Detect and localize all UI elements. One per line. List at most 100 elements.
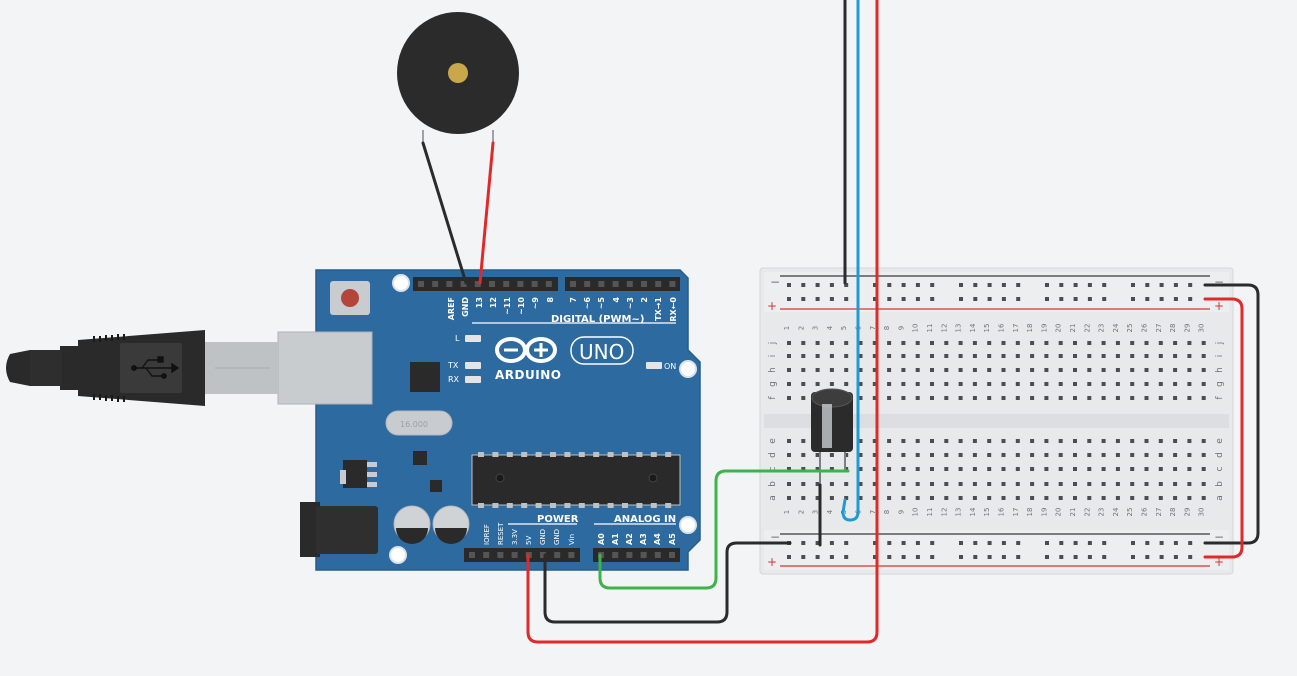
rail-hole[interactable] [1087, 541, 1092, 545]
breadboard-hole[interactable] [958, 354, 963, 358]
breadboard-hole[interactable] [1015, 341, 1020, 345]
breadboard-hole[interactable] [1015, 439, 1020, 443]
breadboard-hole[interactable] [887, 453, 892, 457]
breadboard-hole[interactable] [1087, 396, 1092, 400]
rail-hole[interactable] [1016, 555, 1021, 559]
breadboard-hole[interactable] [1187, 341, 1192, 345]
breadboard-hole[interactable] [1073, 439, 1077, 443]
rail-hole[interactable] [1059, 541, 1064, 545]
breadboard-hole[interactable] [1130, 439, 1135, 443]
breadboard-hole[interactable] [1115, 382, 1120, 386]
breadboard-hole[interactable] [1173, 453, 1178, 457]
breadboard-hole[interactable] [915, 396, 920, 400]
breadboard-hole[interactable] [901, 467, 906, 471]
breadboard-hole[interactable] [987, 496, 992, 500]
rail-hole[interactable] [1045, 541, 1049, 545]
rail-hole[interactable] [1073, 541, 1078, 545]
breadboard-hole[interactable] [1044, 396, 1049, 400]
header-pin[interactable] [545, 281, 552, 287]
breadboard-hole[interactable] [972, 354, 977, 358]
breadboard-hole[interactable] [915, 496, 920, 500]
breadboard-hole[interactable] [944, 341, 949, 345]
breadboard-hole[interactable] [858, 496, 863, 500]
rail-hole[interactable] [1131, 541, 1135, 545]
rail-hole[interactable] [815, 297, 820, 301]
breadboard-hole[interactable] [1158, 467, 1163, 471]
breadboard-hole[interactable] [1101, 439, 1106, 443]
breadboard-hole[interactable] [1187, 467, 1192, 471]
breadboard-hole[interactable] [1073, 354, 1077, 358]
breadboard-hole[interactable] [944, 496, 949, 500]
rail-hole[interactable] [930, 283, 935, 287]
rail-hole[interactable] [887, 555, 892, 559]
rail-hole[interactable] [844, 541, 849, 545]
rail-hole[interactable] [1131, 283, 1135, 287]
breadboard-hole[interactable] [1201, 396, 1206, 400]
header-pin[interactable] [669, 281, 676, 287]
breadboard-hole[interactable] [1073, 396, 1077, 400]
breadboard-hole[interactable] [801, 482, 806, 486]
breadboard-hole[interactable] [1058, 496, 1063, 500]
header-pin[interactable] [418, 281, 424, 287]
breadboard-hole[interactable] [1201, 382, 1206, 386]
breadboard-hole[interactable] [1001, 496, 1006, 500]
breadboard-hole[interactable] [1173, 396, 1178, 400]
breadboard-hole[interactable] [787, 382, 791, 386]
rail-hole[interactable] [1102, 555, 1107, 559]
breadboard-hole[interactable] [1015, 453, 1020, 457]
rail-hole[interactable] [973, 555, 978, 559]
rail-hole[interactable] [1001, 297, 1006, 301]
breadboard-hole[interactable] [1158, 496, 1163, 500]
rail-hole[interactable] [829, 297, 834, 301]
breadboard-hole[interactable] [1030, 382, 1035, 386]
breadboard-hole[interactable] [1158, 396, 1163, 400]
breadboard-hole[interactable] [844, 382, 849, 386]
rail-hole[interactable] [1159, 555, 1164, 559]
breadboard-hole[interactable] [787, 354, 791, 358]
rail-hole[interactable] [1059, 555, 1064, 559]
rail-hole[interactable] [1188, 555, 1193, 559]
rail-hole[interactable] [987, 541, 992, 545]
rail-hole[interactable] [973, 541, 978, 545]
rail-hole[interactable] [1145, 555, 1150, 559]
breadboard-hole[interactable] [1201, 439, 1206, 443]
rail-hole[interactable] [959, 555, 963, 559]
breadboard-hole[interactable] [1044, 482, 1049, 486]
breadboard-hole[interactable] [815, 496, 820, 500]
breadboard-hole[interactable] [887, 354, 892, 358]
rail-hole[interactable] [1059, 283, 1064, 287]
breadboard-hole[interactable] [901, 453, 906, 457]
breadboard-hole[interactable] [930, 368, 934, 372]
breadboard-hole[interactable] [1130, 382, 1135, 386]
rail-hole[interactable] [987, 283, 992, 287]
breadboard-hole[interactable] [987, 396, 992, 400]
breadboard-hole[interactable] [930, 341, 934, 345]
breadboard-hole[interactable] [1201, 496, 1206, 500]
breadboard-hole[interactable] [1173, 341, 1178, 345]
breadboard-hole[interactable] [1030, 396, 1035, 400]
header-pin[interactable] [503, 281, 510, 287]
wire-blue[interactable] [841, 0, 860, 522]
rail-hole[interactable] [801, 541, 806, 545]
breadboard-hole[interactable] [987, 482, 992, 486]
breadboard-hole[interactable] [1058, 382, 1063, 386]
breadboard-hole[interactable] [1044, 354, 1049, 358]
header-pin[interactable] [460, 281, 467, 287]
breadboard-hole[interactable] [1101, 482, 1106, 486]
breadboard-hole[interactable] [944, 453, 949, 457]
breadboard-hole[interactable] [1158, 439, 1163, 443]
rail-hole[interactable] [1087, 297, 1092, 301]
breadboard-hole[interactable] [987, 382, 992, 386]
breadboard-hole[interactable] [1115, 467, 1120, 471]
breadboard-hole[interactable] [972, 382, 977, 386]
breadboard-hole[interactable] [1044, 341, 1049, 345]
rail-hole[interactable] [873, 555, 877, 559]
breadboard-hole[interactable] [1015, 496, 1020, 500]
breadboard-hole[interactable] [1030, 482, 1035, 486]
rail-hole[interactable] [987, 297, 992, 301]
breadboard-hole[interactable] [1015, 382, 1020, 386]
breadboard-hole[interactable] [1144, 396, 1149, 400]
breadboard-hole[interactable] [1030, 439, 1035, 443]
breadboard-hole[interactable] [1015, 396, 1020, 400]
breadboard-hole[interactable] [1001, 368, 1006, 372]
